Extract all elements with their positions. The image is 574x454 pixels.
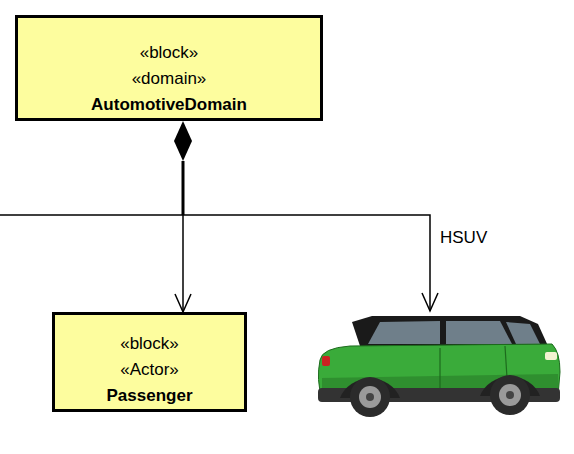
suv-illustration bbox=[318, 316, 560, 417]
block-name: AutomotiveDomain bbox=[18, 92, 320, 118]
block-stereotype: «block» bbox=[55, 331, 244, 357]
composition-diamond bbox=[174, 121, 192, 161]
connector-line bbox=[182, 215, 184, 312]
block-stereotype: «block» bbox=[18, 40, 320, 66]
block-box: «block»«domain»AutomotiveDomain bbox=[15, 15, 323, 121]
open-arrowhead bbox=[175, 294, 191, 312]
domain-stereotype: «domain» bbox=[18, 66, 320, 92]
part-name: HSUV bbox=[440, 228, 487, 248]
association-line bbox=[0, 215, 430, 311]
open-arrowhead bbox=[422, 293, 438, 311]
connector-line bbox=[182, 161, 185, 215]
block-box: «block»«Actor»Passenger bbox=[52, 312, 247, 412]
actor-stereotype: «Actor» bbox=[55, 357, 244, 383]
block-name: Passenger bbox=[55, 383, 244, 409]
composition-connector bbox=[174, 121, 192, 312]
